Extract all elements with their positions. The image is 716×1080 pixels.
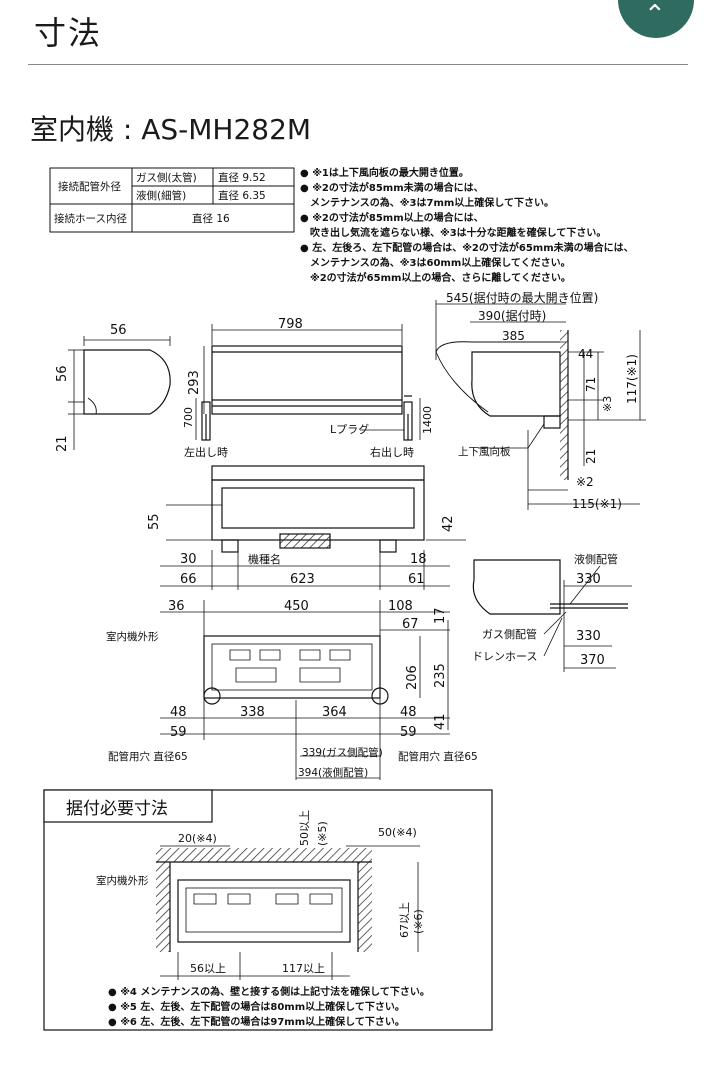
svg-text:● ※6 左、左後、左下配管の場合は97mm以上確保して下さ: ● ※6 左、左後、左下配管の場合は97mm以上確保して下さい。 bbox=[108, 1015, 405, 1028]
side-view-right bbox=[435, 300, 646, 510]
model-title: 室内機 : AS-MH282M bbox=[30, 113, 312, 146]
dim-back-108: 108 bbox=[388, 599, 413, 614]
install-section bbox=[43, 789, 493, 1031]
dim-back-394: 394(液側配管) bbox=[298, 766, 368, 779]
dim-bottom-66: 66 bbox=[180, 572, 197, 587]
dim-back-59a: 59 bbox=[170, 725, 187, 740]
dim-install-56: 56以上 bbox=[190, 962, 226, 975]
spec-gas-value: 直径 9.52 bbox=[218, 171, 266, 184]
dim-back-41: 41 bbox=[433, 713, 448, 730]
svg-text:● 左、左後ろ、左下配管の場合は、※2の寸法が65mm未満の: ● 左、左後ろ、左下配管の場合は、※2の寸法が65mm未満の場合には、 bbox=[300, 241, 634, 254]
dim-install-50right: 50(※4) bbox=[378, 826, 417, 839]
dim-right-117: 117(※1) bbox=[625, 354, 639, 404]
dim-right-s2: ※2 bbox=[576, 475, 594, 489]
dim-bottom-623: 623 bbox=[290, 572, 315, 587]
svg-text:● ※2の寸法が85mm未満の場合には、: ● ※2の寸法が85mm未満の場合には、 bbox=[300, 181, 484, 194]
spec-liquid-value: 直径 6.35 bbox=[218, 189, 266, 202]
label-l-plug: Lプラグ bbox=[330, 422, 369, 436]
dim-back-36: 36 bbox=[168, 599, 185, 614]
title-divider bbox=[28, 64, 688, 65]
dim-back-48b: 48 bbox=[400, 705, 417, 720]
dim-left-56-top: 56 bbox=[110, 323, 127, 338]
dim-back-59b: 59 bbox=[400, 725, 417, 740]
label-install-outline: 室内機外形 bbox=[96, 874, 149, 887]
page-title: 寸法 bbox=[34, 14, 103, 52]
bottom-view bbox=[160, 465, 466, 590]
dim-front-700: 700 bbox=[182, 407, 195, 428]
back-view bbox=[160, 600, 450, 780]
side-view-left bbox=[68, 336, 171, 450]
label-gas-pipe: ガス側配管 bbox=[482, 627, 537, 641]
dim-pipe-330b: 330 bbox=[576, 629, 601, 644]
dim-bottom-42: 42 bbox=[441, 515, 456, 532]
label-back-outline: 室内機外形 bbox=[106, 630, 159, 643]
notes-top: ● ※1は上下風向板の最大開き位置。 ● ※2の寸法が85mm未満の場合には、 … bbox=[300, 166, 634, 284]
chevron-up-icon: ⌃ bbox=[644, 0, 666, 30]
label-right-out: 右出し時 bbox=[370, 445, 414, 459]
svg-text:● ※1は上下風向板の最大開き位置。: ● ※1は上下風向板の最大開き位置。 bbox=[300, 166, 469, 179]
label-hole-right: 配管用穴 直径65 bbox=[398, 750, 478, 763]
dim-install-67b: (※6) bbox=[412, 909, 425, 934]
dim-pipe-330a: 330 bbox=[576, 572, 601, 587]
spec-hose-value: 直径 16 bbox=[192, 212, 230, 225]
label-drain-hose: ドレンホース bbox=[472, 650, 537, 663]
dim-install-117: 117以上 bbox=[282, 962, 325, 975]
spec-table bbox=[49, 167, 295, 233]
dim-right-71: 71 bbox=[584, 377, 598, 392]
label-liquid-pipe: 液側配管 bbox=[574, 552, 618, 566]
dim-front-798: 798 bbox=[278, 317, 303, 332]
pipe-view bbox=[472, 559, 632, 672]
spec-gas-label: ガス側(太管) bbox=[136, 171, 197, 184]
dim-right-44: 44 bbox=[578, 347, 593, 361]
dim-back-338: 338 bbox=[240, 705, 265, 720]
dim-install-67a: 67以上 bbox=[398, 902, 411, 938]
dim-right-545: 545(据付時の最大開き位置) bbox=[446, 290, 598, 305]
svg-text:吹き出し気流を遮らない様、※3は十分な距離を確保して下さい。: 吹き出し気流を遮らない様、※3は十分な距離を確保して下さい。 bbox=[300, 226, 606, 239]
dim-front-293: 293 bbox=[187, 370, 202, 395]
dim-back-206: 206 bbox=[405, 665, 420, 690]
dim-right-390: 390(据付時) bbox=[478, 309, 546, 323]
label-louver: 上下風向板 bbox=[458, 445, 511, 458]
spec-row2-label: 接続ホース内径 bbox=[54, 212, 127, 225]
dim-bottom-18: 18 bbox=[410, 552, 427, 567]
spec-row1-label: 接続配管外径 bbox=[58, 180, 121, 193]
dim-front-1400: 1400 bbox=[421, 406, 434, 434]
dim-right-s3: ※3 bbox=[601, 396, 614, 412]
dim-bottom-30: 30 bbox=[180, 552, 197, 567]
dim-left-56-side: 56 bbox=[55, 365, 70, 382]
dim-back-450: 450 bbox=[284, 599, 309, 614]
dim-left-21: 21 bbox=[55, 435, 70, 452]
svg-text:● ※5 左、左後、左下配管の場合は80mm以上確保して下さ: ● ※5 左、左後、左下配管の場合は80mm以上確保して下さい。 bbox=[108, 1000, 405, 1013]
svg-text:● ※2の寸法が85mm以上の場合には、: ● ※2の寸法が85mm以上の場合には、 bbox=[300, 211, 484, 224]
install-notes: ● ※4 メンテナンスの為、壁と接する側は上記寸法を確保して下さい。 ● ※5 … bbox=[108, 985, 430, 1028]
dim-back-364: 364 bbox=[322, 705, 347, 720]
front-view bbox=[195, 324, 421, 441]
label-left-out: 左出し時 bbox=[184, 445, 228, 459]
svg-text:※2の寸法が65mm以上の場合、さらに離してください。: ※2の寸法が65mm以上の場合、さらに離してください。 bbox=[300, 271, 571, 284]
svg-text:メンテナンスの為、※3は60mm以上確保してください。: メンテナンスの為、※3は60mm以上確保してください。 bbox=[300, 256, 571, 269]
dim-back-17: 17 bbox=[433, 607, 448, 624]
dim-right-21: 21 bbox=[584, 449, 598, 464]
dim-install-50top-a: 50以上 bbox=[298, 810, 311, 846]
dim-right-115: 115(※1) bbox=[572, 497, 622, 511]
install-heading: 据付必要寸法 bbox=[66, 799, 168, 819]
label-hole-left: 配管用穴 直径65 bbox=[108, 750, 188, 763]
label-nameplate: 機種名 bbox=[248, 552, 281, 566]
spec-liquid-label: 液側(細管) bbox=[136, 189, 186, 202]
dim-install-20: 20(※4) bbox=[178, 832, 217, 845]
dim-back-235: 235 bbox=[433, 663, 448, 688]
dim-back-67: 67 bbox=[402, 617, 419, 632]
dim-pipe-370: 370 bbox=[580, 653, 605, 668]
svg-text:● ※4 メンテナンスの為、壁と接する側は上記寸法を確保して: ● ※4 メンテナンスの為、壁と接する側は上記寸法を確保して下さい。 bbox=[108, 985, 430, 998]
dim-back-339: 339(ガス側配管) bbox=[302, 746, 383, 759]
dim-install-50top-b: (※5) bbox=[316, 821, 329, 846]
svg-text:メンテナンスの為、※3は7mm以上確保して下さい。: メンテナンスの為、※3は7mm以上確保して下さい。 bbox=[300, 196, 554, 209]
dim-right-385: 385 bbox=[502, 329, 525, 343]
dim-bottom-61: 61 bbox=[408, 572, 425, 587]
dim-bottom-55: 55 bbox=[147, 513, 162, 530]
dim-back-48a: 48 bbox=[170, 705, 187, 720]
